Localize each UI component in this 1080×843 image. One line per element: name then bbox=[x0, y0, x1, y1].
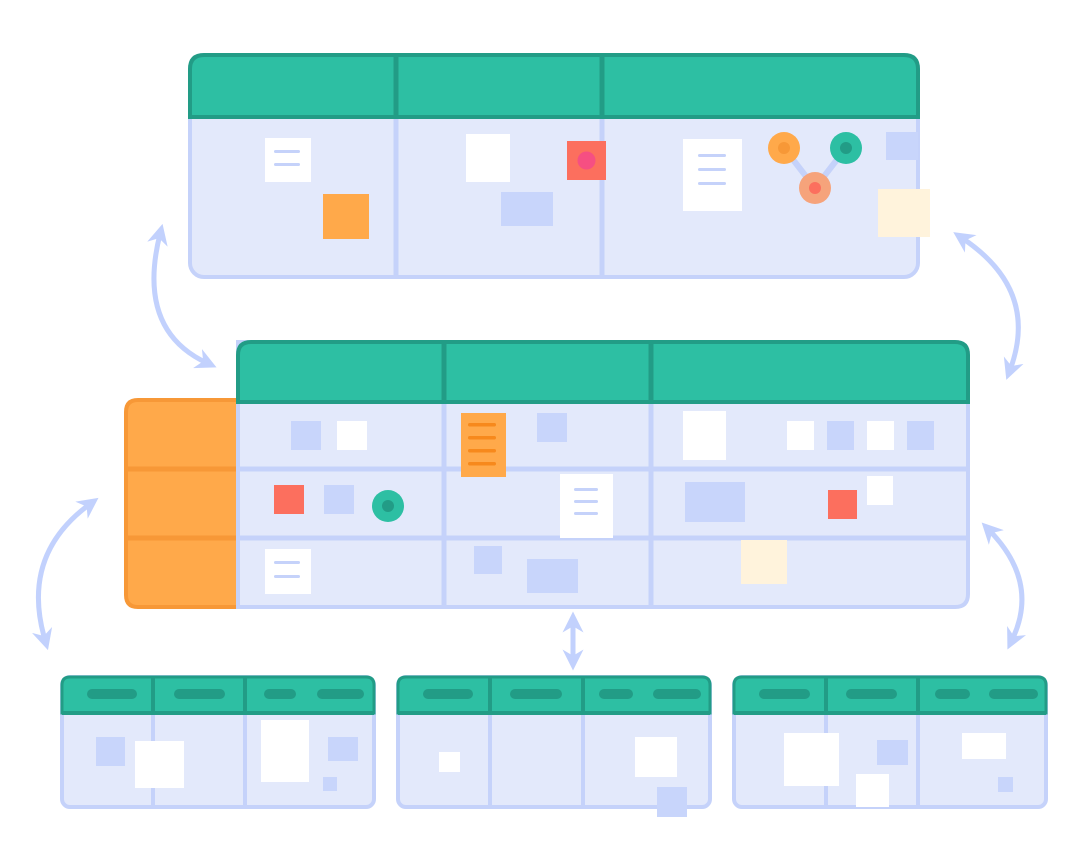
card-blue bbox=[324, 485, 354, 514]
card-blue bbox=[907, 421, 934, 450]
card-blue bbox=[537, 413, 567, 442]
card-blue bbox=[501, 192, 553, 226]
card-white bbox=[466, 134, 510, 182]
card-white bbox=[787, 421, 814, 450]
bottom-board-right bbox=[732, 675, 1048, 809]
card-white bbox=[683, 411, 726, 460]
document-icon bbox=[265, 549, 311, 594]
sticky-note-cream bbox=[878, 189, 930, 237]
card-blue bbox=[527, 559, 578, 593]
card-blue bbox=[685, 482, 745, 522]
card-white bbox=[962, 733, 1006, 759]
bottom-board-left bbox=[60, 675, 376, 809]
card-white bbox=[337, 421, 367, 450]
card-white bbox=[439, 752, 460, 772]
connector-arrows bbox=[31, 223, 1027, 671]
middle-board bbox=[124, 340, 970, 609]
sticky-note-cream bbox=[741, 540, 787, 584]
top-board bbox=[188, 53, 930, 279]
card-white bbox=[867, 421, 894, 450]
card-blue bbox=[877, 740, 908, 765]
card-white bbox=[261, 720, 309, 782]
arrow-icon bbox=[147, 223, 217, 369]
card-white bbox=[867, 476, 893, 505]
document-icon bbox=[265, 138, 311, 182]
card-white bbox=[135, 741, 184, 788]
document-icon bbox=[683, 139, 742, 211]
card-blue bbox=[323, 777, 337, 791]
card-blue bbox=[328, 737, 358, 761]
card-blue bbox=[657, 787, 687, 817]
arrow-icon bbox=[981, 522, 1027, 650]
flow-node-icon bbox=[372, 490, 404, 522]
arrow-icon bbox=[31, 497, 99, 651]
bottom-board-center bbox=[396, 675, 712, 817]
card-blue bbox=[474, 546, 502, 574]
flow-node-icon bbox=[768, 132, 862, 204]
card-white bbox=[856, 774, 889, 807]
document-icon bbox=[560, 474, 613, 538]
card-blue bbox=[886, 132, 918, 160]
checklist-card bbox=[461, 413, 506, 477]
card-coral bbox=[828, 490, 857, 519]
card-white bbox=[635, 737, 677, 777]
row-header-column bbox=[124, 398, 240, 609]
card-blue bbox=[291, 421, 321, 450]
card-blue bbox=[96, 737, 125, 766]
card-white bbox=[784, 733, 839, 786]
sticky-note-orange bbox=[323, 194, 369, 239]
card-blue bbox=[827, 421, 854, 450]
card-blue bbox=[998, 777, 1013, 792]
card-coral bbox=[274, 485, 304, 514]
arrow-icon bbox=[953, 232, 1024, 380]
target-icon bbox=[567, 141, 606, 180]
